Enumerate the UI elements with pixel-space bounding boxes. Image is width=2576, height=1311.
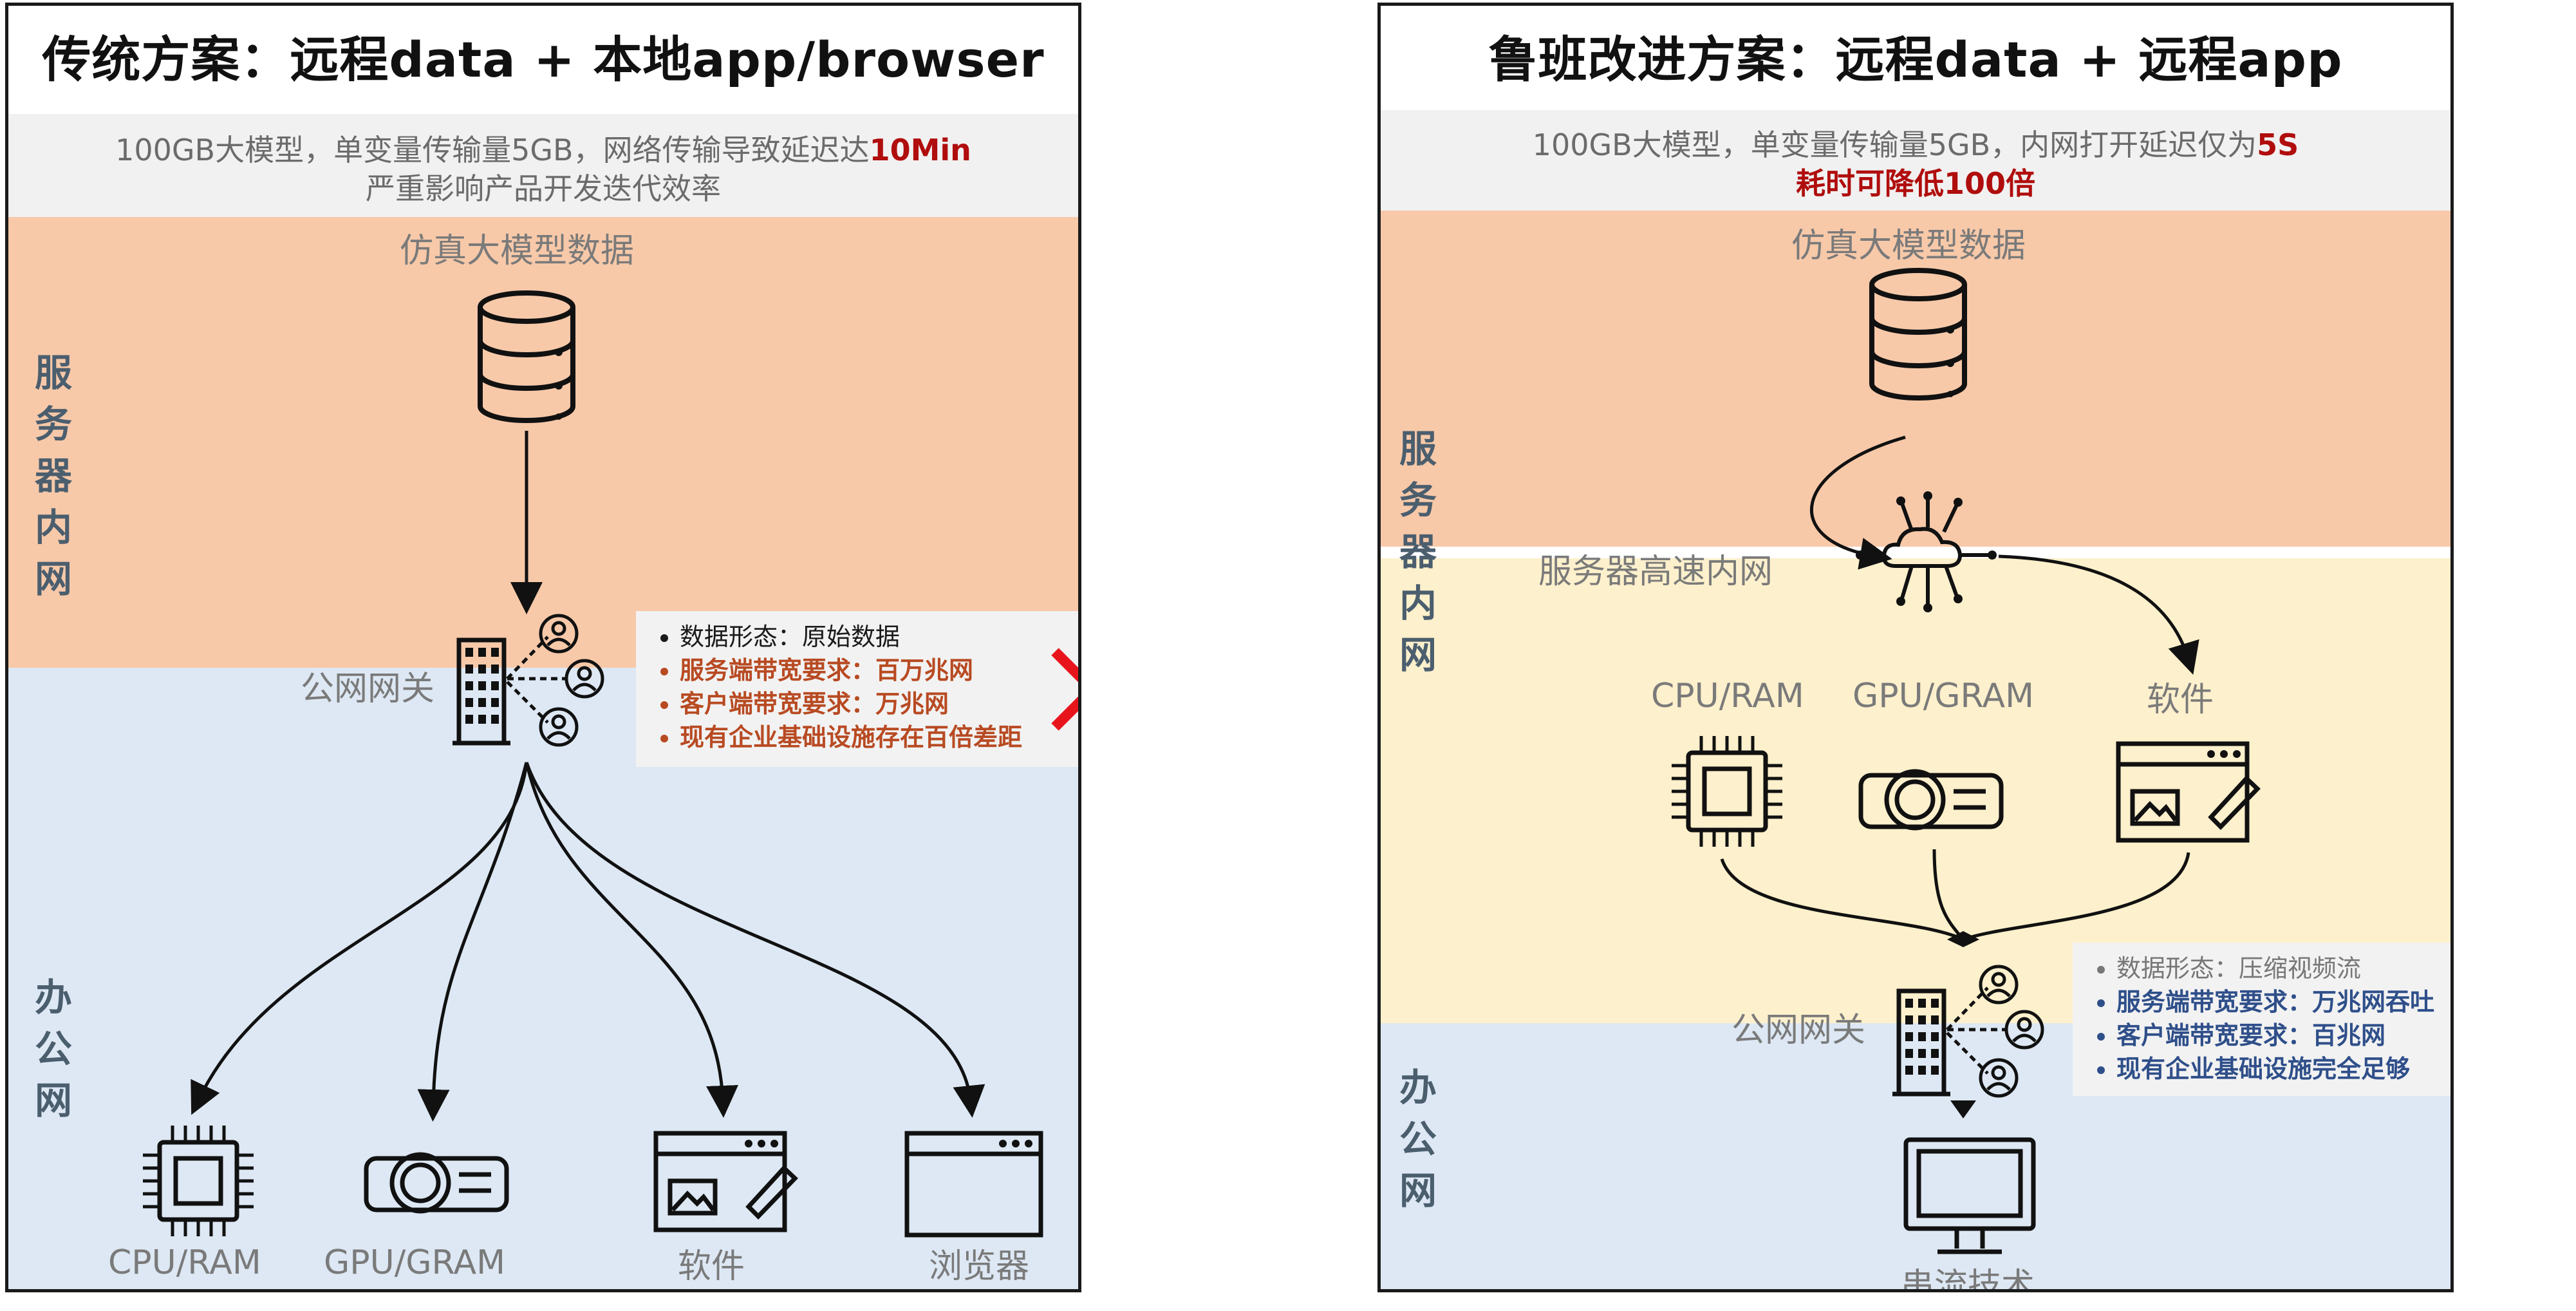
cpu-icon — [143, 1126, 254, 1236]
resource-software-label: 软件 — [2147, 681, 2214, 719]
subtitle-line-1: 100GB大模型，单变量传输量5GB，内网打开延迟仅为5S — [1381, 122, 2450, 164]
subtitle-band — [1381, 110, 2450, 211]
info-box: 数据形态：压缩视频流 服务端带宽要求：万兆网吞吐 客户端带宽要求：百兆网 现有企… — [2073, 943, 2450, 1096]
cpu-icon — [1672, 736, 1782, 847]
subtitle-line-2: 严重影响产品开发迭代效率 — [366, 171, 721, 206]
subtitle-line-1: 100GB大模型，单变量传输量5GB，网络传输导致延迟达10Min — [8, 127, 1078, 169]
browser-icon — [904, 1131, 1043, 1238]
software-icon — [2116, 741, 2261, 843]
latency-highlight: 10Min — [869, 133, 971, 167]
page-title: 传统方案：远程data + 本地app/browser — [42, 31, 1045, 88]
subtitle-band — [8, 114, 1078, 217]
title-band — [8, 6, 1078, 114]
info-item: 现有企业基础设施完全足够 — [2116, 1052, 2441, 1086]
info-box: 数据形态：原始数据 服务端带宽要求：百万兆网 客户端带宽要求：万兆网 现有企业基… — [636, 611, 1078, 767]
subtitle-text: 100GB大模型，单变量传输量5GB，网络传输导致延迟达 — [115, 133, 870, 167]
title-band — [1381, 6, 2450, 110]
resource-cpu-label: CPU/RAM — [1651, 677, 1804, 715]
target-cpu-label: CPU/RAM — [108, 1243, 261, 1282]
office-zone-band — [8, 668, 1078, 1289]
target-browser-label: 浏览器 — [929, 1247, 1030, 1286]
cross-mark-icon — [1051, 648, 1078, 731]
server-zone-band — [1381, 211, 2450, 547]
subtitle-line-2: 耗时可降低100倍 — [1795, 166, 2036, 201]
server-zone-label: 服务器内网 — [34, 351, 72, 601]
database-icon — [478, 290, 575, 423]
connection-arrows — [191, 431, 985, 1122]
info-item: 数据形态：压缩视频流 — [2116, 952, 2441, 985]
office-zone-label: 办公网 — [1399, 1066, 1437, 1212]
subtitle-text: 100GB大模型，单变量传输量5GB，内网打开延迟仅为 — [1532, 127, 2257, 162]
gateway-label: 公网网关 — [301, 670, 435, 708]
client-label: 串流技术 — [1901, 1267, 2035, 1292]
target-gpu-label: GPU/GRAM — [324, 1243, 505, 1282]
latency-highlight: 5S — [2257, 127, 2299, 162]
server-zone-label: 服务器内网 — [1399, 427, 1437, 677]
office-zone-label: 办公网 — [34, 976, 72, 1122]
data-label: 仿真大模型数据 — [1791, 227, 2026, 265]
info-item: 服务端带宽要求：万兆网吞吐 — [2116, 985, 2441, 1019]
improved-scheme-panel: 鲁班改进方案：远程data + 远程app 100GB大模型，单变量传输量5GB… — [1377, 3, 2454, 1292]
database-icon — [1869, 268, 1967, 401]
gateway-label: 公网网关 — [1731, 1011, 1866, 1050]
info-item: 客户端带宽要求：万兆网 — [680, 687, 1078, 721]
monitor-icon — [1903, 1137, 2036, 1254]
page-title: 鲁班改进方案：远程data + 远程app — [1488, 31, 2343, 88]
software-icon — [653, 1131, 798, 1232]
resource-gpu-label: GPU/GRAM — [1853, 677, 2034, 715]
network-label: 服务器高速内网 — [1538, 552, 1773, 591]
gateway-icon — [453, 614, 604, 747]
connection-arrows — [1720, 435, 2199, 1118]
gpu-icon — [1858, 769, 2004, 831]
gateway-icon — [1892, 965, 2044, 1098]
info-item: 服务端带宽要求：百万兆网 — [680, 654, 1078, 687]
info-item: 数据形态：原始数据 — [680, 620, 1078, 654]
target-software-label: 软件 — [678, 1247, 745, 1286]
traditional-scheme-panel: 传统方案：远程data + 本地app/browser 100GB大模型，单变量… — [5, 3, 1081, 1292]
info-item: 现有企业基础设施存在百倍差距 — [680, 721, 1078, 754]
data-label: 仿真大模型数据 — [400, 232, 635, 270]
gpu-icon — [364, 1152, 509, 1214]
info-item: 客户端带宽要求：百兆网 — [2116, 1019, 2441, 1052]
